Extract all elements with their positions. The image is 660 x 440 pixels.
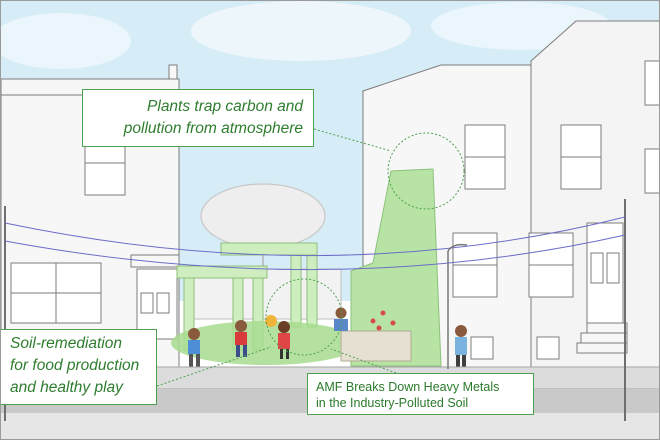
cloud: [1, 13, 131, 69]
cloud: [191, 1, 411, 61]
callout-soil-remediation: Soil-remediation for food production and…: [1, 329, 157, 405]
callout-soil-line-2: for food production: [10, 357, 140, 374]
garden-soil: [171, 321, 361, 365]
pergola: [176, 242, 318, 351]
street-lamp: [447, 243, 468, 369]
person-walking: [455, 325, 467, 369]
callout-soil-line-3: and healthy play: [10, 379, 123, 396]
leader-lines: [156, 128, 397, 387]
highlight-circle-soil: [265, 278, 343, 356]
callout-amf: AMF Breaks Down Heavy Metals in the Indu…: [307, 373, 534, 415]
utility-poles: [4, 199, 626, 421]
callout-carbon-line-2: pollution from atmosphere: [123, 120, 303, 137]
street: [1, 413, 659, 439]
callout-amf-line-2: in the Industry-Polluted Soil: [316, 396, 469, 410]
flowers: [370, 310, 396, 331]
tree: [200, 183, 326, 301]
children-playing: [188, 307, 348, 368]
callout-carbon-capture: Plants trap carbon and pollution from at…: [82, 89, 314, 147]
callout-carbon-line-1: Plants trap carbon and: [147, 98, 303, 115]
planter-box: [340, 330, 412, 362]
callout-soil-line-1: Soil-remediation: [10, 335, 122, 352]
callout-amf-line-1: AMF Breaks Down Heavy Metals: [316, 380, 500, 394]
highlight-circle-wall: [387, 132, 465, 210]
